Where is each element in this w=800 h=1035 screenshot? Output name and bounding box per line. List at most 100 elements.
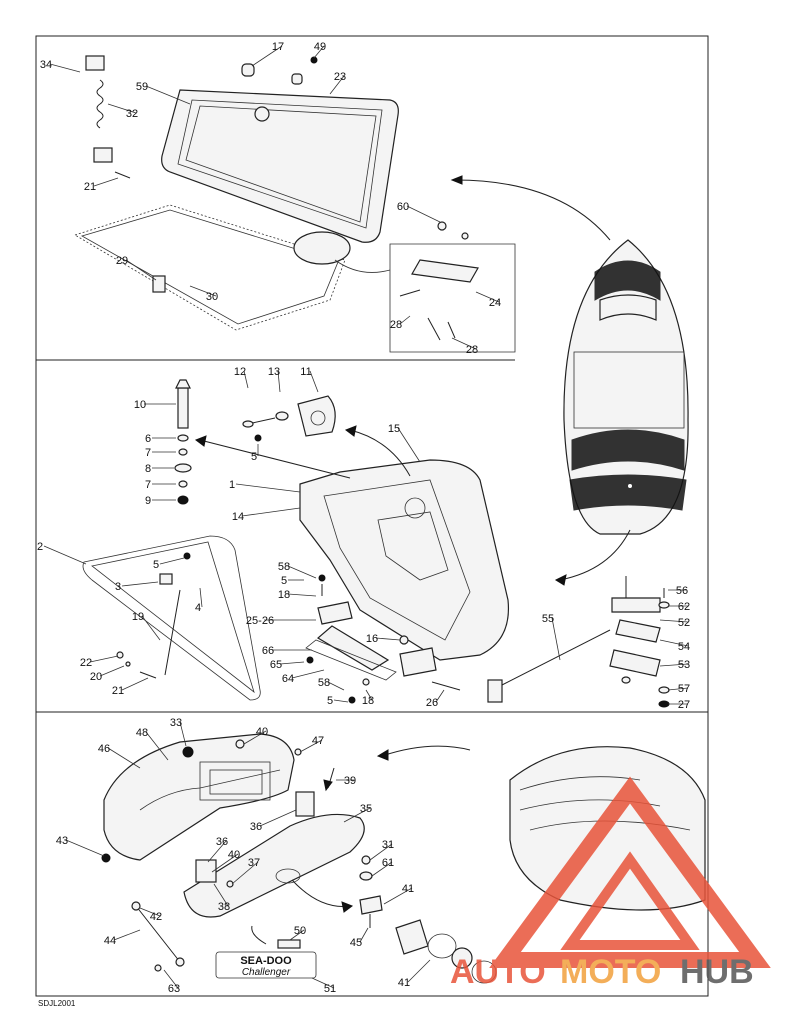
callout-leader	[287, 593, 317, 597]
callout-leader	[407, 959, 431, 983]
watermark: AUTO MOTO HUB	[450, 776, 771, 991]
callout-leader	[211, 853, 239, 873]
storage-lid	[183, 813, 365, 918]
callout-leader	[243, 730, 267, 745]
callout-leader	[121, 581, 159, 587]
callout-leader	[329, 75, 345, 95]
callout-46: 46	[98, 743, 110, 755]
callout-7: 7	[145, 447, 151, 459]
callout-59: 59	[136, 81, 148, 93]
callout-leader	[89, 655, 119, 663]
callout-leader	[311, 977, 335, 989]
callout-11: 11	[300, 366, 311, 378]
callout-leader	[371, 861, 393, 877]
callout-leader	[259, 809, 297, 827]
callout-43: 43	[56, 835, 68, 847]
callout-leader	[475, 291, 500, 303]
callout-leader	[291, 669, 325, 679]
callout-leader	[327, 681, 345, 691]
callout-leader	[145, 731, 169, 761]
watermark-moto: MOTO	[560, 953, 661, 991]
callout-8: 8	[145, 463, 151, 475]
callout-57: 57	[678, 683, 690, 695]
callout-leader	[207, 840, 227, 863]
callout-leader	[159, 557, 185, 565]
callout-60: 60	[397, 201, 409, 213]
callout-leader	[659, 619, 689, 623]
callout-41: 41	[398, 977, 410, 989]
callout-4: 4	[195, 602, 201, 614]
callout-29: 29	[116, 255, 128, 267]
callout-leader	[43, 545, 87, 565]
callout-leader	[179, 721, 187, 747]
callout-leader	[107, 103, 137, 114]
section-glove-box	[82, 379, 670, 708]
callout-leader	[667, 687, 689, 691]
callout-leader	[241, 507, 301, 517]
callout-leader	[289, 929, 305, 941]
callout-leader	[399, 315, 411, 325]
glove-box-gasket	[82, 535, 261, 701]
callout-5: 5	[251, 451, 257, 463]
callout-leader	[659, 663, 689, 667]
diagram-frame	[35, 35, 709, 997]
callout-47: 47	[312, 735, 324, 747]
latch-bracket	[411, 259, 479, 283]
callout-56: 56	[676, 585, 688, 597]
callout-55: 55	[542, 613, 554, 625]
callout-1: 1	[229, 479, 235, 491]
callout-leader	[287, 565, 317, 579]
callout-leader	[65, 839, 105, 857]
storage-cover	[161, 89, 399, 243]
section-storage-cover	[74, 55, 516, 353]
callout-9: 9	[145, 495, 151, 507]
callout-28: 28	[466, 344, 478, 356]
watermark-auto: AUTO	[450, 953, 546, 991]
callout-leader	[189, 285, 217, 297]
callout-5: 5	[281, 575, 287, 587]
callout-leader	[99, 665, 125, 677]
callout-leader	[121, 677, 149, 691]
callout-leader	[139, 907, 161, 917]
spring	[96, 79, 104, 129]
callout-leader	[235, 483, 301, 493]
callout-40: 40	[256, 726, 268, 738]
callout-leader	[113, 929, 141, 941]
watermark-hub: HUB	[680, 953, 754, 991]
callout-50: 50	[294, 925, 306, 937]
callout-22: 22	[80, 657, 92, 669]
callout-10: 10	[134, 399, 146, 411]
callout-58: 58	[278, 561, 290, 573]
callout-leader	[375, 637, 401, 641]
callout-35: 35	[360, 803, 372, 815]
callout-66: 66	[262, 645, 274, 657]
callout-28: 28	[390, 319, 402, 331]
callout-65: 65	[270, 659, 282, 671]
callout-44: 44	[104, 935, 116, 947]
callout-23: 23	[334, 71, 346, 83]
callout-53: 53	[678, 659, 690, 671]
watercraft-top-view	[450, 175, 689, 586]
callout-19: 19	[132, 611, 144, 623]
callout-leader	[279, 661, 305, 665]
callout-32: 32	[126, 108, 138, 120]
glove-box-housing	[299, 459, 510, 661]
callout-leader	[299, 739, 323, 753]
callout-leader	[163, 969, 179, 989]
callout-61: 61	[382, 857, 394, 869]
callout-33: 33	[170, 717, 182, 729]
callout-38: 38	[218, 901, 230, 913]
callout-52: 52	[678, 617, 690, 629]
hinge-bracket	[85, 55, 105, 71]
callout-leader	[309, 370, 319, 393]
callout-5: 5	[153, 559, 159, 571]
callout-leader	[107, 747, 141, 769]
callout-leader	[365, 689, 373, 701]
callout-leader	[659, 639, 689, 647]
callout-leader	[359, 927, 369, 943]
callout-leader	[369, 843, 393, 861]
callout-27: 27	[678, 699, 690, 711]
callout-17: 17	[272, 41, 284, 53]
callout-leader	[383, 887, 413, 905]
